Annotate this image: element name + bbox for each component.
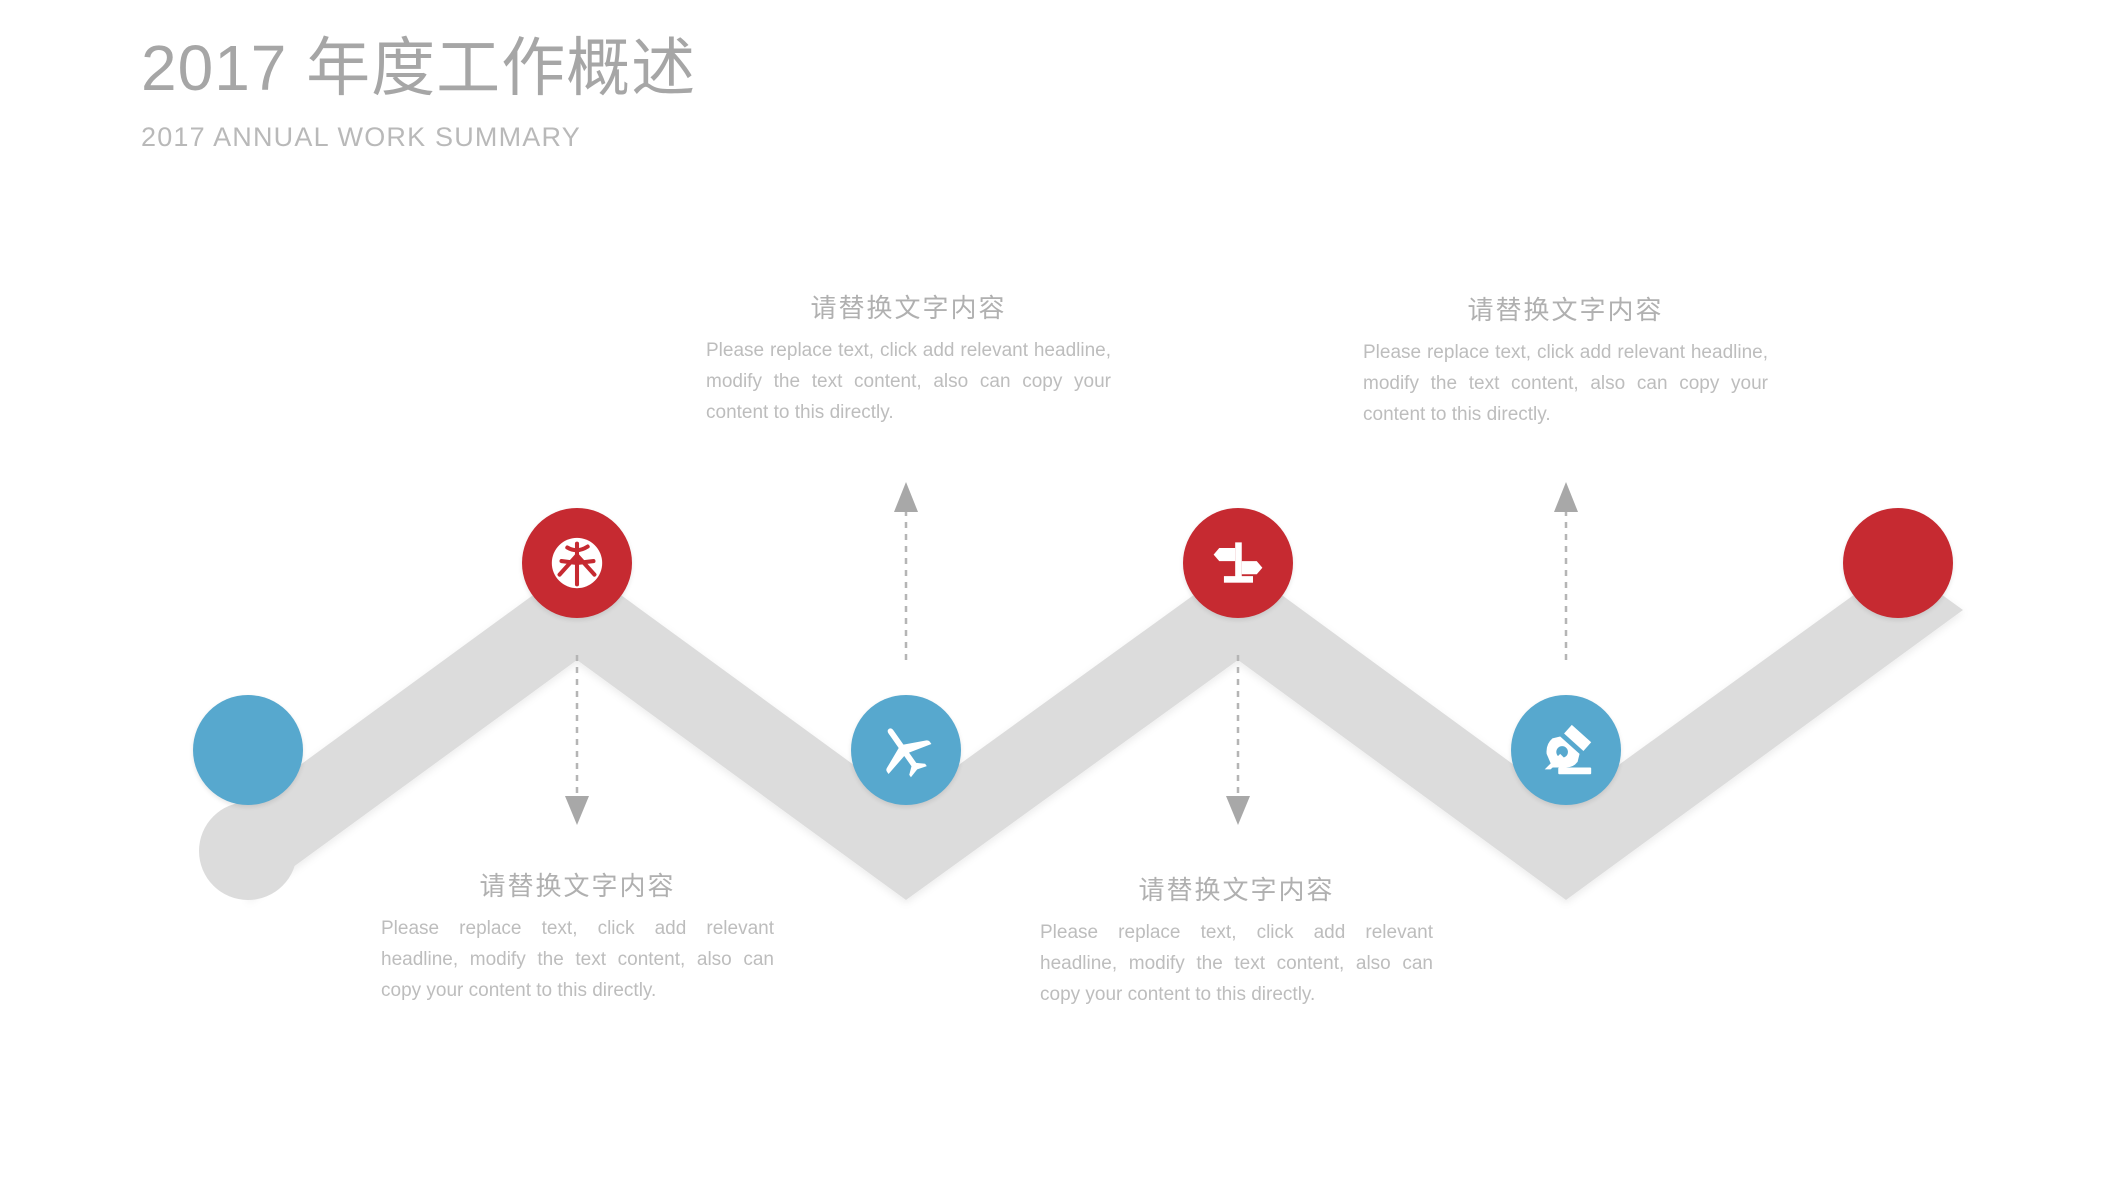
callout-bottom-left: 请替换文字内容 Please replace text, click add r… [381, 871, 774, 1006]
ribbon-left-cap [199, 802, 297, 900]
callout-bottom-right-body: Please replace text, click add relevant … [1040, 922, 1433, 1005]
connector-1-down [565, 655, 589, 825]
callout-bottom-right-title: 请替换文字内容 [1138, 875, 1335, 905]
node-4-signpost[interactable] [1183, 508, 1293, 618]
page-title: 2017 年度工作概述 [141, 32, 697, 104]
signpost-icon [1213, 542, 1263, 583]
connector-3-down [1226, 655, 1250, 825]
node-6-plain-circle[interactable] [1843, 508, 1953, 618]
callout-top-left-body: Please replace text, click add relevant … [706, 340, 1111, 423]
node-3-airplane[interactable] [851, 695, 961, 805]
callout-bottom-right: 请替换文字内容 Please replace text, click add r… [1040, 875, 1433, 1010]
callout-bottom-left-title: 请替换文字内容 [479, 871, 676, 901]
callout-top-left-title: 请替换文字内容 [810, 293, 1007, 323]
callout-top-left: 请替换文字内容 Please replace text, click add r… [706, 293, 1111, 428]
node-2-basketball[interactable] [522, 508, 632, 618]
callout-bottom-left-body: Please replace text, click add relevant … [381, 918, 774, 1001]
callout-top-right-title: 请替换文字内容 [1467, 295, 1664, 325]
callout-top-right: 请替换文字内容 Please replace text, click add r… [1363, 295, 1768, 430]
basketball-icon [551, 537, 603, 589]
node-1-plain-circle[interactable] [193, 695, 303, 805]
callout-top-right-body: Please replace text, click add relevant … [1363, 342, 1768, 425]
connector-2-up [894, 482, 918, 660]
page-subtitle: 2017 ANNUAL WORK SUMMARY [141, 122, 581, 152]
pen-nib-icon [1544, 724, 1592, 775]
connector-4-up [1554, 482, 1578, 660]
airplane-icon [886, 728, 932, 778]
ribbon-path [248, 563, 1963, 900]
slide-header: 2017 年度工作概述 2017 ANNUAL WORK SUMMARY [141, 36, 1341, 153]
node-5-pen-nib[interactable] [1511, 695, 1621, 805]
